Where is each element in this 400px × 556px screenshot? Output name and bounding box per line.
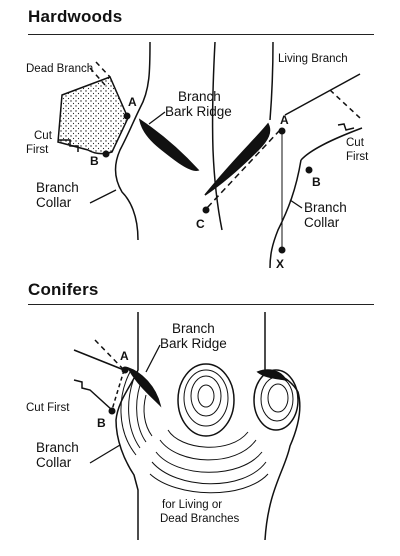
right-point-c-label: C [196,217,205,231]
left-trunk-right-edge [211,41,223,231]
conifer-point-b-label: B [97,416,106,430]
conifer-bark-ridge [126,366,162,408]
right-trunk-right-edge-lower [269,159,302,269]
left-collar-label-1: Branch [36,180,79,195]
right-trunk-left-edge [269,41,274,121]
conifer-collar-label-1: Branch [36,440,79,455]
cut-line-a-c [205,129,281,210]
conifer-cut-first-label: Cut First [26,402,70,414]
right-cut-first-label-2: First [346,151,369,163]
conifer-bark-ridge-label-2: Bark Ridge [160,336,227,351]
conifer-bark-ridge-pointer [145,344,161,373]
left-bark-ridge-pointer [148,111,166,125]
left-collar-label-2: Collar [36,195,72,210]
right-point-b-dot [305,166,313,174]
right-collar-pointer [289,199,303,209]
conifer-bark-ridge-label-1: Branch [172,321,215,336]
hardwoods-rule [28,34,374,35]
left-dead-branch-label: Dead Branch [26,63,93,75]
hardwoods-title: Hardwoods [28,7,123,26]
conifer-left-branch-bottom [73,379,113,411]
conifer-collar-pointer [89,444,121,464]
left-point-a-dot [123,112,131,120]
conifers-diagram [73,312,301,541]
conifer-trunk-left-edge [115,312,139,540]
left-trunk-left-edge [114,41,151,241]
conifer-trunk-right-edge [264,312,301,541]
hardwoods-right-diagram [204,41,363,269]
left-collar-pointer [89,189,117,204]
cut-line-a [95,61,111,78]
living-branch-cut-dashed [329,89,361,119]
conifer-bark-ridge-right [256,369,288,382]
conifer-point-b-dot [108,407,116,415]
left-point-b-dot [102,150,110,158]
conifer-note-line-2: Dead Branches [160,513,240,525]
living-branch-bottom [300,127,363,161]
left-bark-ridge-label-1: Branch [178,89,221,104]
right-living-branch-label: Living Branch [278,53,348,65]
conifer-point-a-dot [121,366,129,374]
right-collar-label-2: Collar [304,215,340,230]
conifer-center-branch-outer [177,363,235,437]
living-branch-notch [337,123,355,131]
conifers-title: Conifers [28,280,99,299]
right-point-x-label: X [276,257,284,271]
right-point-a-dot [278,127,286,135]
left-point-a-label: A [128,95,137,109]
conifer-note-line-1: for Living or [162,499,222,511]
conifer-cut-dashed [94,339,125,371]
right-point-x-dot [278,246,286,254]
conifer-left-branch-top [73,349,125,371]
cut-notch [58,139,79,152]
left-cut-first-label-2: First [26,144,49,156]
conifer-collar-label-2: Collar [36,455,72,470]
conifer-cut-line-a-b [111,369,125,411]
right-point-a-label: A [280,113,289,127]
branch-bark-ridge-right [204,122,271,196]
right-point-c-dot [202,206,210,214]
dead-branch-stub [57,76,129,155]
hardwoods-left-diagram [57,41,223,241]
living-branch-top [284,73,361,116]
left-cut-first-label-1: Cut [34,130,53,142]
left-bark-ridge-label-2: Bark Ridge [165,104,232,119]
right-cut-first-label-1: Cut [346,137,365,149]
conifer-point-a-label: A [120,349,129,363]
branch-bark-ridge-left [138,118,200,171]
left-point-b-label: B [90,154,99,168]
conifers-rule [28,304,374,305]
cut-line-dashed-top [89,67,106,86]
right-point-b-label: B [312,175,321,189]
conifer-right-branch-outer [253,369,299,431]
right-collar-label-1: Branch [304,200,347,215]
